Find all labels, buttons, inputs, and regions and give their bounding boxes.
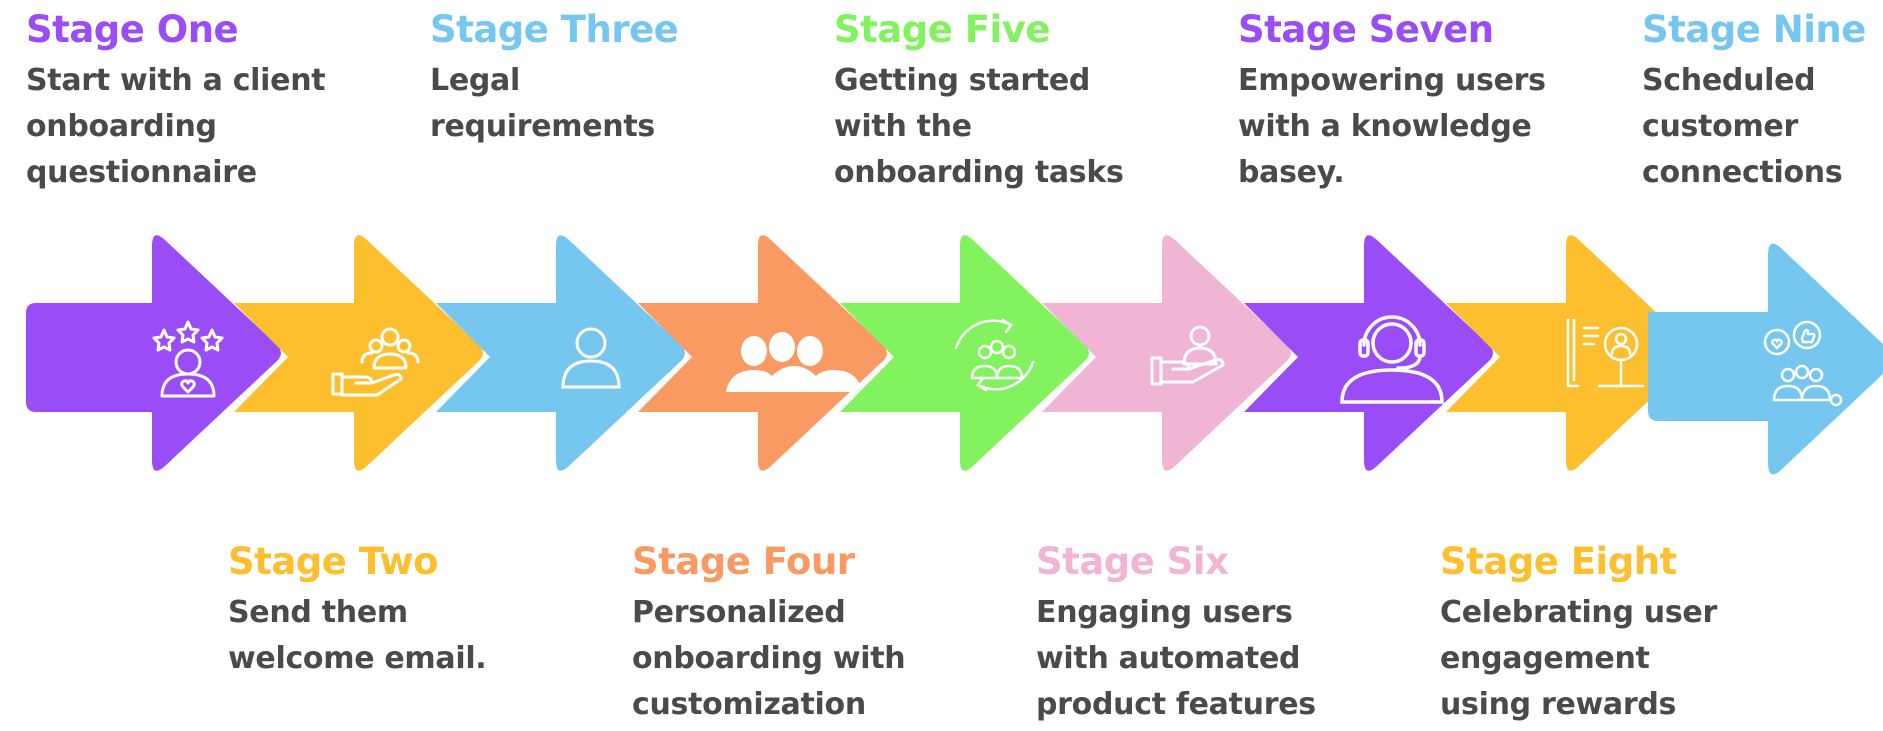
user-profile-panel-icon (1566, 318, 1645, 388)
stage-six-line-2: with automated (1036, 641, 1301, 676)
rated-user-icon (152, 320, 224, 398)
stage-seven-title: Stage Seven (1238, 8, 1494, 51)
stage-eight-block: Stage Eight Celebrating user engagement … (1440, 540, 1770, 728)
stage-four-block: Stage Four Personalized onboarding with … (632, 540, 962, 728)
stage-nine-block: Stage Nine Scheduled customer connection… (1642, 8, 1882, 196)
stage-seven-block: Stage Seven Empowering users with a know… (1238, 8, 1568, 196)
stage-five-line-3: onboarding tasks (834, 155, 1124, 190)
stage-three-line-2: requirements (430, 109, 655, 144)
stage-seven-line-1: Empowering users (1238, 63, 1546, 98)
stage-seven-description: Empowering users with a knowledge basey. (1238, 58, 1568, 196)
stage-one-line-1: Start with a client (26, 63, 326, 98)
headset-agent-icon (1340, 315, 1444, 404)
stage-four-line-1: Personalized (632, 595, 846, 630)
stage-five-line-1: Getting started (834, 63, 1091, 98)
stage-five-description: Getting started with the onboarding task… (834, 58, 1164, 196)
stage-three-block: Stage Three Legal requirements (430, 8, 760, 150)
stage-seven-line-2: with a knowledge (1238, 109, 1532, 144)
stage-one-line-3: questionnaire (26, 155, 257, 190)
stage-two-block: Stage Two Send them welcome email. (228, 540, 558, 682)
stage-two-arrow (234, 235, 483, 471)
stage-two-title: Stage Two (228, 540, 439, 583)
stage-eight-line-3: using rewards (1440, 687, 1677, 722)
stage-seven-line-3: basey. (1238, 155, 1345, 190)
stage-six-title: Stage Six (1036, 540, 1229, 583)
stage-five-arrow (840, 235, 1089, 471)
stage-six-line-1: Engaging users (1036, 595, 1293, 630)
stage-nine-line-2: customer (1642, 109, 1798, 144)
stage-eight-title: Stage Eight (1440, 540, 1677, 583)
stage-four-arrow (638, 235, 887, 471)
stage-five-line-2: with the (834, 109, 972, 144)
stage-nine-line-3: connections (1642, 155, 1843, 190)
user-icon (561, 327, 621, 389)
stage-four-title: Stage Four (632, 540, 855, 583)
team-icon (726, 332, 862, 392)
stage-one-title: Stage One (26, 8, 239, 51)
stage-three-line-1: Legal (430, 63, 520, 98)
stage-eight-description: Celebrating user engagement using reward… (1440, 590, 1770, 728)
stage-three-arrow (436, 235, 685, 471)
stage-four-line-3: customization (632, 687, 866, 722)
stage-two-line-1: Send them (228, 595, 408, 630)
stage-four-description: Personalized onboarding with customizati… (632, 590, 962, 728)
stage-six-line-3: product features (1036, 687, 1316, 722)
hand-user-icon (1150, 325, 1225, 386)
social-group-icon (1763, 320, 1843, 407)
stage-four-line-2: onboarding with (632, 641, 906, 676)
stage-nine-title: Stage Nine (1642, 8, 1866, 51)
stage-one-block: Stage One Start with a client onboarding… (26, 8, 356, 196)
stage-nine-description: Scheduled customer connections (1642, 58, 1882, 196)
stage-six-description: Engaging users with automated product fe… (1036, 590, 1366, 728)
stage-two-line-2: welcome email. (228, 641, 487, 676)
stage-nine-line-1: Scheduled (1642, 63, 1816, 98)
stage-six-arrow (1042, 235, 1291, 471)
stage-five-block: Stage Five Getting started with the onbo… (834, 8, 1164, 196)
stage-one-arrow (26, 235, 281, 471)
stage-three-description: Legal requirements (430, 58, 760, 150)
stage-two-description: Send them welcome email. (228, 590, 558, 682)
stage-nine-arrow (1648, 243, 1883, 475)
stage-eight-line-2: engagement (1440, 641, 1650, 676)
stage-eight-line-1: Celebrating user (1440, 595, 1717, 630)
stage-one-description: Start with a client onboarding questionn… (26, 58, 356, 196)
stage-five-title: Stage Five (834, 8, 1050, 51)
cycle-group-icon (954, 318, 1035, 392)
stage-one-line-2: onboarding (26, 109, 217, 144)
stage-three-title: Stage Three (430, 8, 679, 51)
stage-six-block: Stage Six Engaging users with automated … (1036, 540, 1366, 728)
hand-group-icon (331, 327, 420, 397)
stage-eight-arrow (1446, 235, 1695, 471)
stage-seven-arrow (1244, 235, 1493, 471)
